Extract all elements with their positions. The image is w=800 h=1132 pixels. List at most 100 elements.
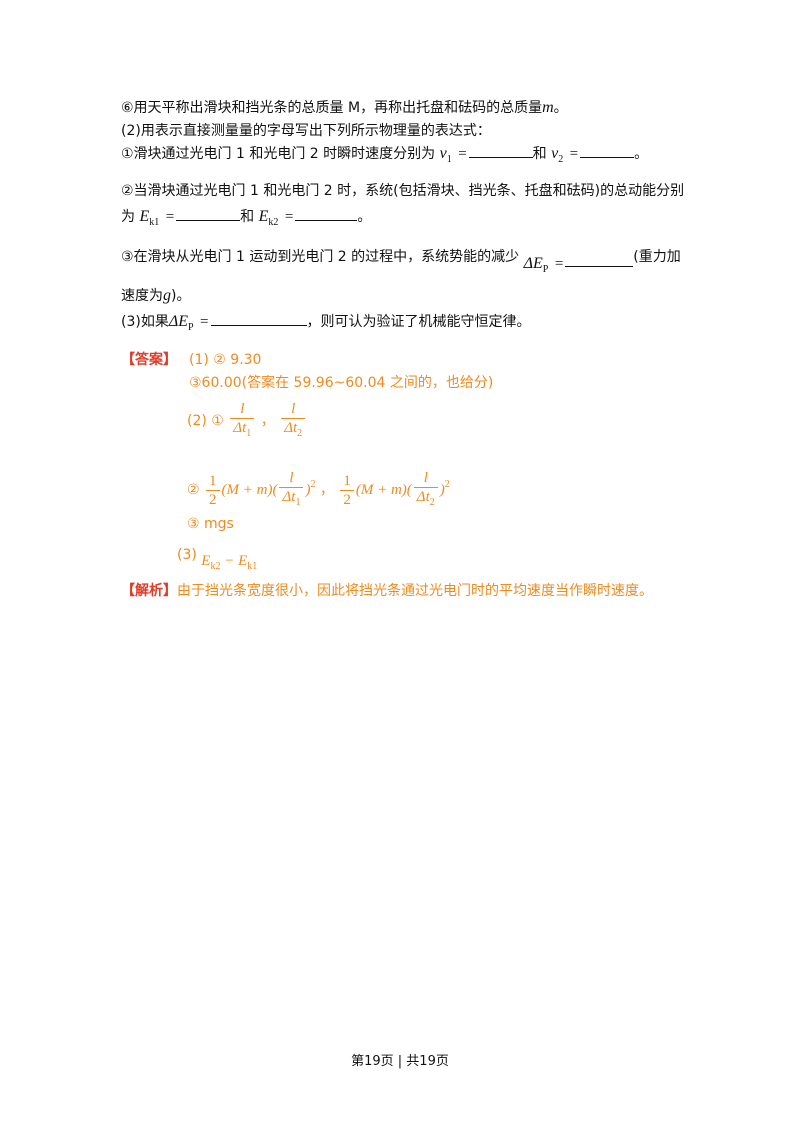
answer-blank-v1[interactable]	[468, 145, 533, 158]
frac3-num: l	[279, 469, 304, 488]
frac3-dt: Δt	[282, 488, 296, 505]
q1-v1-sub: 1	[446, 154, 452, 165]
q3-p: P	[542, 264, 549, 275]
answer-part2a: (2) ① l Δt1 ， l Δt2	[187, 398, 307, 444]
answer-part1b: ③60.00(答案在 59.96~60.04 之间的，也给分)	[189, 375, 494, 391]
p3-E1: E	[201, 553, 211, 569]
item6-text: ⑥用天平称出滑块和挡光条的总质量 M，再称出托盘和砝码的总质量	[121, 100, 543, 116]
frac3-dt-sub: 1	[295, 496, 301, 508]
square-1: 2	[310, 479, 316, 490]
item6-var: m	[542, 99, 554, 116]
question-q1: ①滑块通过光电门 1 和光电门 2 时瞬时速度分别为 v1 =和 v2 =。	[121, 144, 648, 170]
q3-tail: (重力加	[633, 249, 681, 265]
p3-k1: k1	[247, 561, 258, 572]
answer-comma2: ，	[319, 482, 334, 498]
frac4-den: Δt2	[414, 488, 438, 512]
part2-intro: (2)用表示直接测量量的字母写出下列所示物理量的表达式：	[121, 123, 491, 139]
q2-E1: E	[139, 208, 150, 225]
q2-for: 为	[121, 209, 135, 225]
p3-minus: −	[220, 553, 239, 569]
close-paren-2: )	[439, 482, 445, 498]
part3-p: P	[188, 322, 194, 333]
answer-blank-part3[interactable]	[210, 313, 307, 326]
q3-g: g	[163, 287, 171, 304]
answer-blank-ek1[interactable]	[176, 208, 241, 221]
question-item6: ⑥用天平称出滑块和挡光条的总质量 M，再称出托盘和砝码的总质量m。	[121, 98, 568, 118]
frac1-num: l	[230, 400, 255, 419]
q3-eq: =	[554, 256, 564, 272]
answer-part3: (3) Ek2 − Ek1	[177, 545, 258, 572]
frac2-num: l	[281, 400, 306, 419]
answer-p2b-label: ②	[187, 482, 200, 498]
answer-part1: (1) ② 9.30	[189, 352, 262, 368]
half2-den: 2	[343, 491, 351, 508]
fraction-half-2: 1 2	[340, 472, 354, 509]
q1-v2-sub: 2	[558, 154, 564, 165]
frac4-dt: Δt	[416, 488, 430, 505]
answer-badge: 【答案】	[121, 352, 177, 368]
part3-text: (3)如果	[121, 314, 169, 330]
fraction-l-dt2-b: l Δt2	[413, 469, 438, 512]
answer-part2b: ② 1 2 (M + m)( l Δt1 )2 ， 1 2 (M + m)( l…	[187, 462, 450, 513]
q3-line2: 速度为	[121, 288, 163, 304]
frac2-dt-sub: 2	[297, 427, 303, 439]
q1-v1: v	[439, 145, 447, 162]
frac1-dt: Δt	[233, 419, 247, 436]
q2-eq1: =	[165, 209, 175, 225]
half1-den: 2	[209, 491, 217, 508]
part3-dE: ΔE	[168, 313, 189, 330]
q2-E2: E	[258, 208, 269, 225]
answer-blank-ek2[interactable]	[295, 208, 358, 221]
page-footer: 第19页 | 共19页	[351, 1054, 449, 1069]
analysis-text: 由于挡光条宽度很小，因此将挡光条通过光电门时的平均速度当作瞬时速度。	[177, 583, 653, 599]
p3-k2: k2	[210, 561, 221, 572]
part3-end: ，则可认为验证了机械能守恒定律。	[306, 314, 531, 330]
q1-end: 。	[634, 146, 649, 162]
frac2-den: Δt2	[281, 419, 305, 443]
half1-num: 1	[206, 472, 220, 491]
q1-text: ①滑块通过光电门 1 和光电门 2 时瞬时速度分别为	[121, 146, 436, 162]
q3-text: ③在滑块从光电门 1 运动到光电门 2 的过程中，系统势能的减少	[121, 249, 520, 265]
q2-and: 和	[240, 209, 255, 225]
answer-comma1: ，	[260, 413, 275, 429]
answer-label: 【答案】	[121, 350, 177, 370]
q3-line2-end: )。	[171, 288, 191, 304]
fraction-half-1: 1 2	[206, 472, 220, 509]
mass-expr-2: (M + m)(	[355, 482, 412, 498]
q2-end: 。	[357, 209, 372, 225]
part3-eq: =	[200, 314, 209, 330]
answer-blank-dep[interactable]	[565, 254, 634, 267]
p3-E2: E	[238, 553, 248, 569]
mass-expr-1: (M + m)(	[221, 482, 278, 498]
analysis-badge: 【解析】	[121, 583, 177, 599]
item6-end: 。	[553, 100, 568, 116]
frac3-den: Δt1	[279, 488, 303, 512]
question-q2-line2: 为 Ek1 = 和 Ek2 = 。	[121, 207, 371, 233]
answer-blank-v2[interactable]	[580, 145, 635, 158]
q2-eq2: =	[284, 209, 294, 225]
q3-dE: ΔE	[523, 255, 543, 272]
q1-and: 和	[532, 146, 547, 162]
close-paren-1: )	[305, 482, 311, 498]
fraction-l-dt1-b: l Δt1	[279, 469, 304, 512]
analysis-line: 【解析】由于挡光条宽度很小，因此将挡光条通过光电门时的平均速度当作瞬时速度。	[121, 581, 653, 601]
answer-p3-label: (3)	[177, 547, 197, 563]
question-part3: (3)如果ΔEP = ，则可认为验证了机械能守恒定律。	[121, 312, 531, 338]
question-q3-line2: 速度为g)。	[121, 286, 190, 306]
q1-v2: v	[551, 145, 559, 162]
frac1-den: Δt1	[230, 419, 254, 443]
q2-k2: k2	[268, 217, 279, 228]
frac1-dt-sub: 1	[246, 427, 252, 439]
half2-num: 1	[340, 472, 354, 491]
frac2-dt: Δt	[284, 419, 298, 436]
q2-k1: k1	[149, 217, 160, 228]
q1-eq1: =	[458, 146, 467, 162]
frac4-num: l	[413, 469, 438, 488]
fraction-l-dt2: l Δt2	[281, 400, 306, 443]
frac4-dt-sub: 2	[429, 496, 435, 508]
q1-eq2: =	[569, 146, 579, 162]
question-q3: ③在滑块从光电门 1 运动到光电门 2 的过程中，系统势能的减少 ΔEP = (重…	[121, 247, 681, 275]
fraction-l-dt1: l Δt1	[230, 400, 255, 443]
answer-p2a-label: (2) ①	[187, 413, 224, 429]
